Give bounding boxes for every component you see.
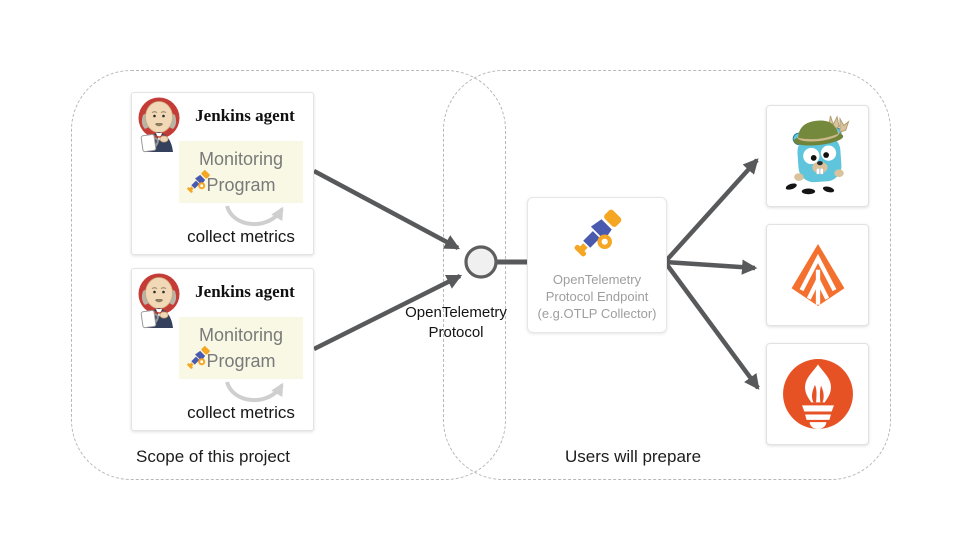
- loop-arrow-icon: [225, 205, 284, 226]
- prometheus-icon: [782, 359, 853, 429]
- program-label-line2: Program: [206, 175, 276, 195]
- program-label-line2: Program: [206, 351, 276, 371]
- opentelemetry-telescope-icon: [568, 205, 626, 263]
- agent-caption: collect metrics: [187, 227, 295, 246]
- loop-arrow-icon: [225, 381, 284, 402]
- program-label-line1: Monitoring: [198, 325, 284, 345]
- jenkins-mascot-icon: [138, 97, 180, 153]
- jenkins-agent-node: Jenkins agent Monitoring Program collect…: [131, 268, 314, 431]
- jenkins-mascot-icon: [138, 273, 180, 329]
- otlp-protocol-label-line1: OpenTelemetry: [405, 304, 507, 321]
- monitoring-program-box: Monitoring Program: [179, 141, 303, 203]
- jaeger-gopher-icon: [785, 115, 850, 195]
- monitoring-program-box: Monitoring Program: [179, 317, 303, 379]
- backend-node-zipkin: [766, 224, 869, 326]
- otlp-endpoint-node: OpenTelemetry Protocol Endpoint (e.g.OTL…: [527, 197, 667, 333]
- agent-title: Jenkins agent: [195, 106, 295, 125]
- scope-group: Scope of this project: [71, 70, 506, 480]
- backend-node-prometheus: [766, 343, 869, 445]
- users-group-label: Users will prepare: [565, 447, 702, 466]
- otlp-protocol-label: OpenTelemetry Protocol: [396, 303, 516, 343]
- endpoint-label-line3: (e.g.OTLP Collector): [537, 306, 657, 321]
- jenkins-agent-node: Jenkins agent Monitoring Program collect…: [131, 92, 314, 255]
- agent-caption: collect metrics: [187, 403, 295, 422]
- endpoint-label: OpenTelemetry Protocol Endpoint (e.g.OTL…: [528, 271, 666, 322]
- agent-title: Jenkins agent: [195, 282, 295, 301]
- endpoint-label-line1: OpenTelemetry: [552, 272, 642, 287]
- telescope-icon: [184, 168, 212, 196]
- telescope-icon: [184, 344, 212, 372]
- endpoint-label-line2: Protocol Endpoint: [545, 289, 649, 304]
- otlp-protocol-label-line2: Protocol: [428, 324, 484, 341]
- scope-group-label: Scope of this project: [136, 447, 291, 466]
- zipkin-icon: [791, 243, 844, 307]
- program-label-line1: Monitoring: [198, 149, 284, 169]
- backend-node-jaeger: [766, 105, 869, 207]
